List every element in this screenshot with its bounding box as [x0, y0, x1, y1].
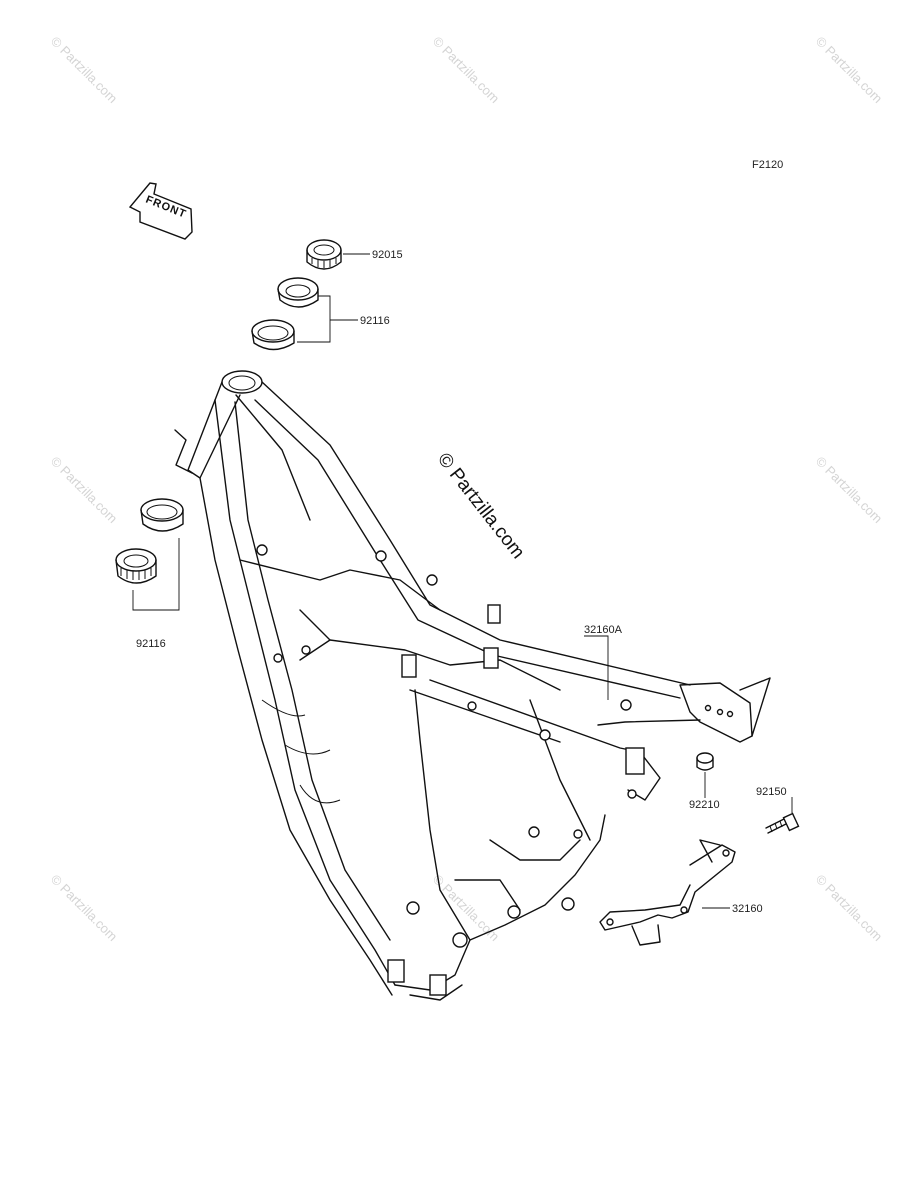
upper-race	[251, 319, 295, 351]
part-label-92150: 92150	[756, 786, 787, 798]
part-label-92210: 92210	[689, 799, 720, 811]
main-frame	[174, 370, 771, 1001]
nut	[696, 752, 714, 771]
watermark: © Partzilla.com	[813, 454, 886, 527]
diagram-code: F2120	[752, 159, 783, 171]
steering-nut	[306, 239, 342, 270]
part-label-32160A: 32160A	[584, 624, 623, 636]
watermark: © Partzilla.com	[48, 454, 121, 527]
lower-bearing	[115, 548, 157, 584]
watermark: © Partzilla.com	[430, 34, 503, 107]
part-label-92116-lower: 92116	[136, 638, 166, 650]
front-arrow-icon: FRONT	[128, 182, 193, 240]
watermark: © Partzilla.com	[813, 34, 886, 107]
bolt	[765, 812, 800, 834]
part-label-92116-upper: 92116	[360, 315, 390, 327]
watermark: © Partzilla.com	[48, 34, 121, 107]
lower-race	[140, 498, 184, 532]
part-label-92015: 92015	[372, 249, 403, 261]
upper-bearing	[277, 277, 319, 308]
part-label-32160: 32160	[732, 903, 763, 915]
watermark-center: © Partzilla.com	[433, 449, 528, 563]
sub-frame	[599, 839, 736, 946]
watermark: © Partzilla.com	[813, 872, 886, 945]
watermark: © Partzilla.com	[48, 872, 121, 945]
